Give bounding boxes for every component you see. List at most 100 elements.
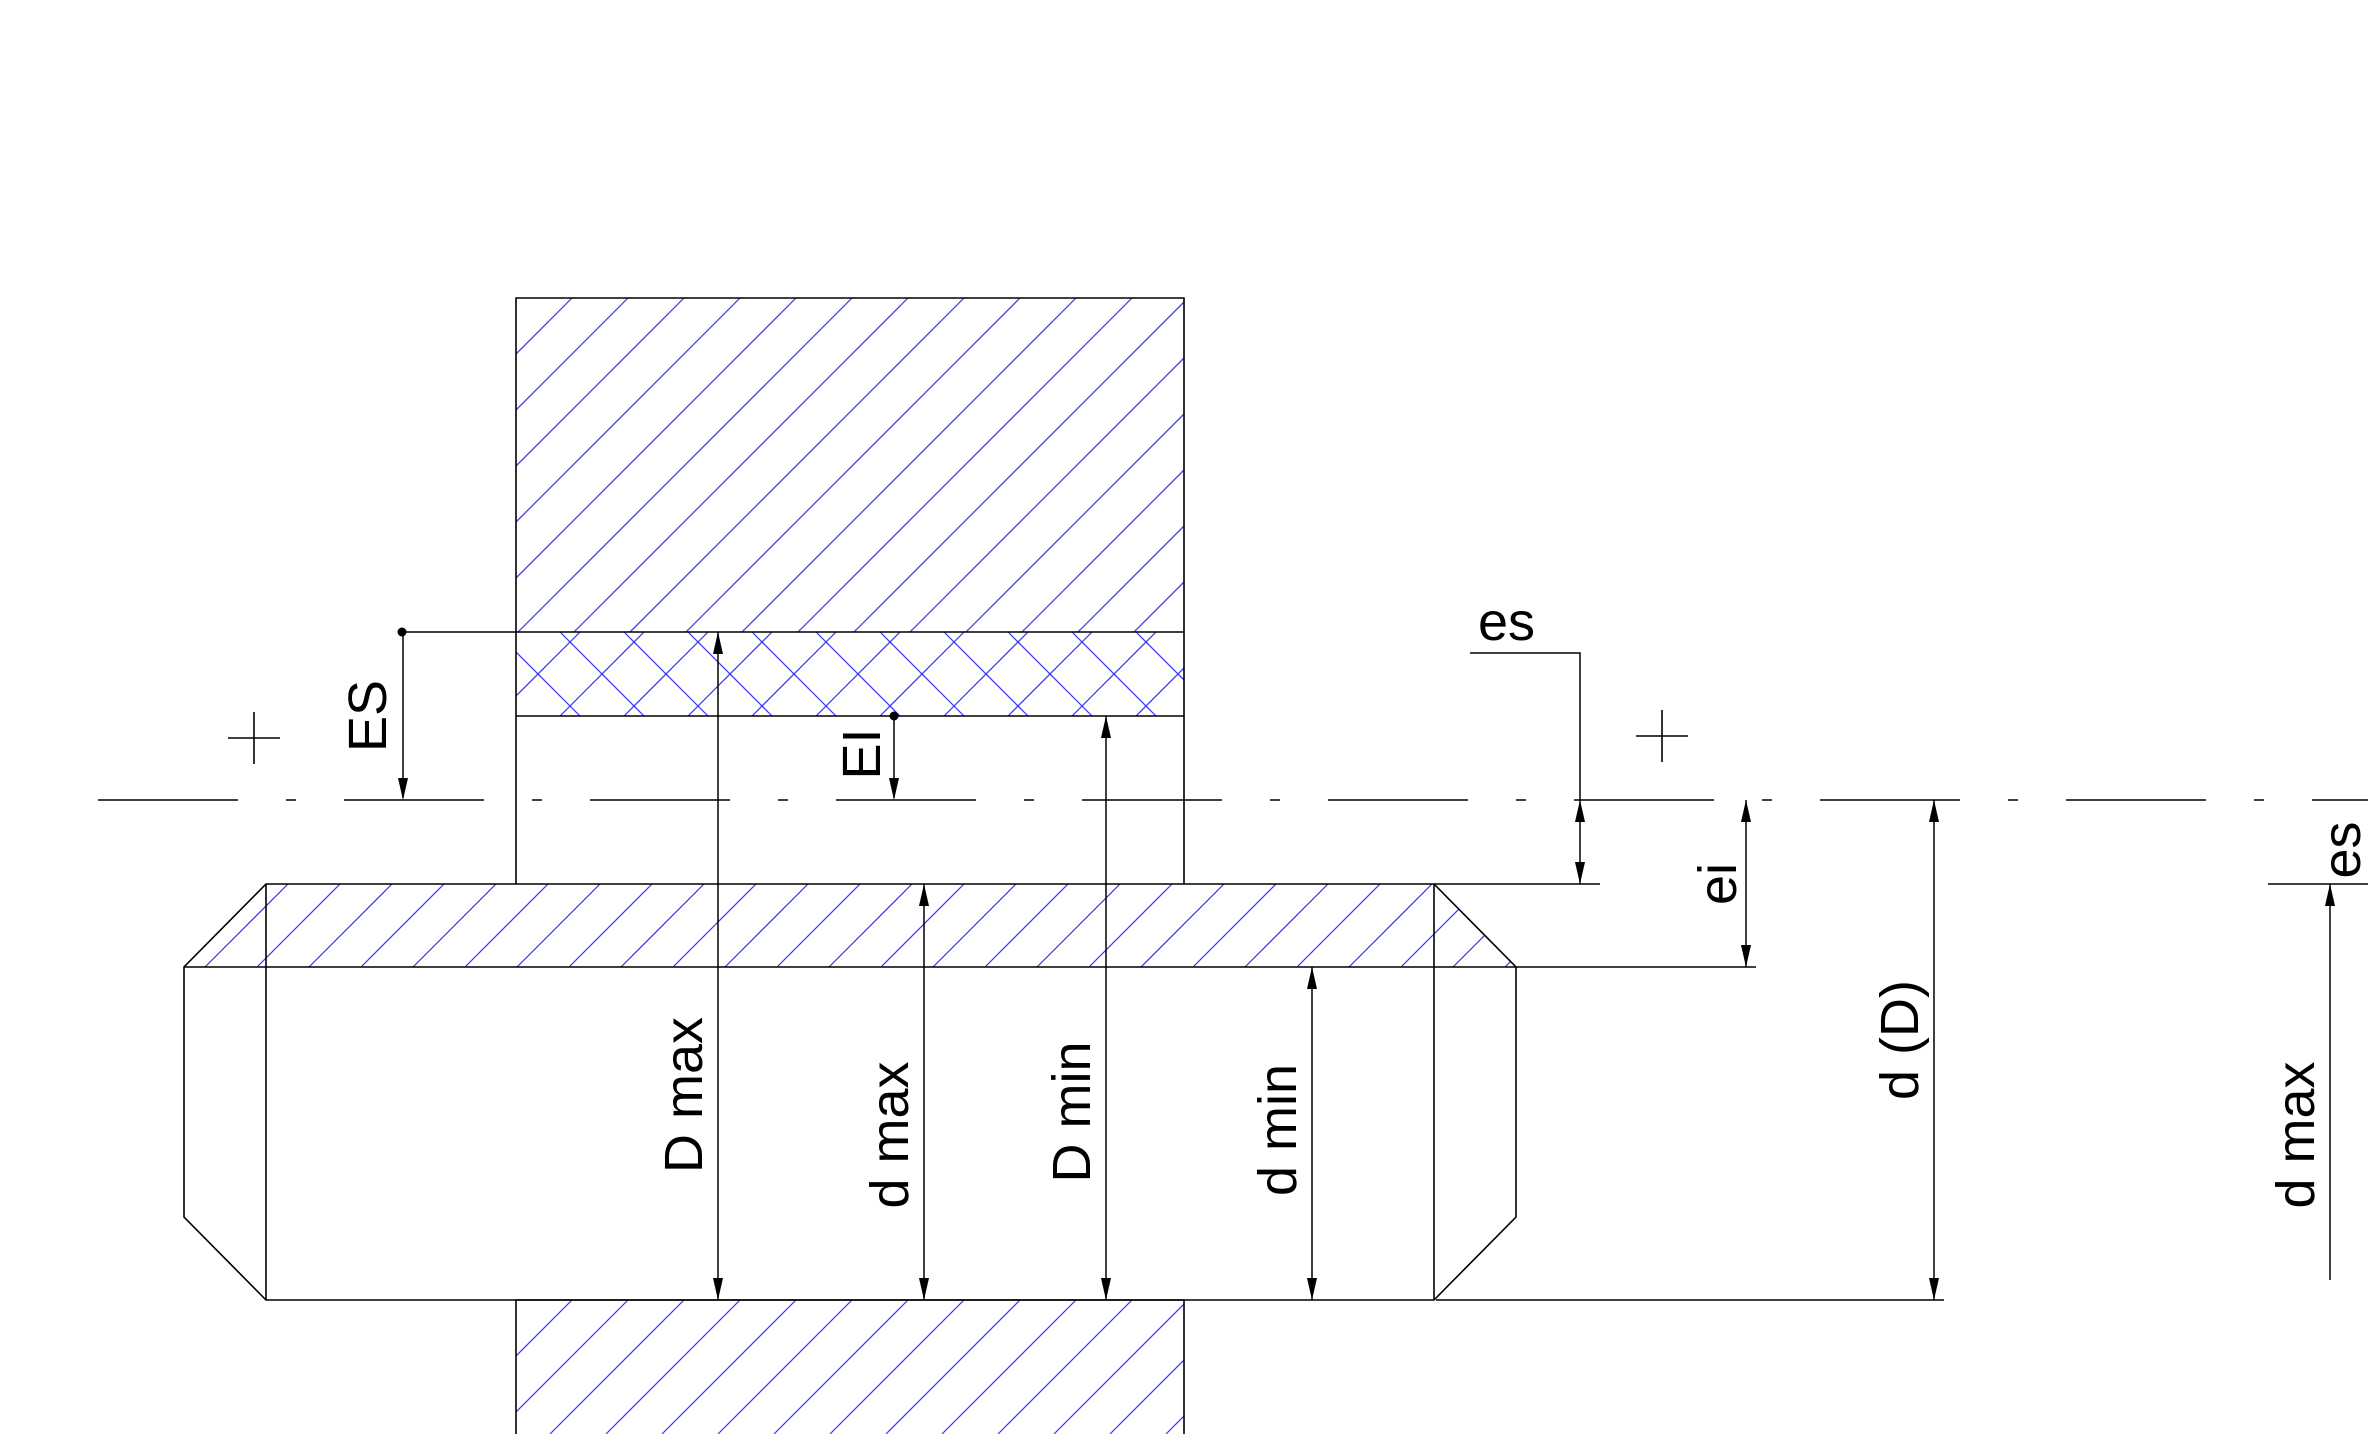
hatch-line	[516, 298, 685, 467]
hatch-line	[776, 884, 861, 967]
hole-hatching-upper	[126, 298, 1860, 632]
hatch-line	[1302, 298, 1636, 632]
hatch-line	[126, 298, 460, 632]
shaft-outline	[183, 883, 1517, 1301]
hatch-line	[879, 632, 965, 716]
hatch-line	[1007, 632, 1093, 716]
hatch-line	[1222, 1300, 1356, 1434]
hatch-line	[773, 1300, 909, 1434]
hatch-line	[1348, 884, 1433, 967]
dimension-D-min: D min	[1042, 716, 1111, 1300]
hatch-line	[1053, 1303, 1184, 1434]
hatch-line	[1358, 298, 1692, 632]
dimension-d-D: d (D)	[1436, 800, 1944, 1301]
hatch-line	[573, 298, 909, 632]
hatch-line	[516, 298, 797, 579]
hatch-line	[965, 413, 1184, 632]
label-D-max: D max	[654, 1017, 714, 1173]
hatch-line	[568, 884, 653, 967]
label-d-D: d (D)	[1870, 980, 1930, 1100]
hatch-line	[516, 298, 573, 355]
hatch-line	[932, 884, 1017, 967]
hatch-line	[1200, 632, 1284, 716]
hatch-line	[184, 884, 237, 967]
hatch-line	[1328, 632, 1412, 716]
hatch-line	[1190, 298, 1524, 632]
hatch-line	[517, 298, 853, 632]
label-ei: ei	[1688, 863, 1748, 905]
hatch-line	[412, 884, 497, 967]
hatch-line	[1526, 298, 1860, 632]
hatch-line	[1071, 632, 1157, 716]
hatch-line	[1328, 632, 1412, 716]
hatch-line	[1192, 884, 1277, 967]
hatch-line	[1246, 298, 1580, 632]
label-EI: EI	[832, 728, 892, 779]
hatch-line	[1165, 1415, 1184, 1434]
hatch-line	[549, 1300, 685, 1434]
hatch-line	[326, 1300, 460, 1434]
label-ES: ES	[338, 680, 398, 752]
shaft-tolerance-zone-hatching	[49, 884, 1692, 967]
hatch-line	[516, 715, 517, 716]
hatch-line	[1334, 1300, 1468, 1434]
hatch-line	[1021, 469, 1184, 632]
hatch-line	[516, 298, 629, 411]
hatch-line	[661, 1300, 797, 1434]
hatch-line	[1244, 884, 1329, 967]
hatch-line	[1264, 632, 1348, 716]
dimension-d-min: d min	[1248, 967, 1317, 1300]
hatch-line	[1414, 298, 1748, 632]
hatch-line	[464, 884, 549, 967]
label-es: es	[1478, 592, 1535, 652]
plus-marker-left	[228, 712, 280, 764]
label-d-min: d min	[1248, 1064, 1308, 1196]
hatch-line	[204, 884, 289, 967]
hatch-line	[620, 884, 705, 967]
hatch-line	[1140, 884, 1225, 967]
hatch-line	[909, 357, 1184, 632]
label-d-max: d max	[860, 1061, 920, 1208]
hatch-line	[516, 884, 601, 967]
hatch-line	[1278, 1300, 1412, 1434]
hatch-line	[184, 884, 185, 967]
hatch-line	[724, 884, 809, 967]
hatch-line	[256, 884, 341, 967]
hatch-line	[853, 301, 1184, 632]
hatch-line	[815, 632, 901, 716]
hatch-line	[623, 632, 709, 716]
hatch-line	[308, 884, 393, 967]
label-D-min: D min	[1042, 1041, 1102, 1182]
label-es-right: es	[2312, 821, 2368, 878]
hatch-line	[943, 632, 1029, 716]
hatch-line	[1557, 884, 1640, 967]
hatch-line	[605, 1300, 741, 1434]
hatch-line	[1036, 884, 1121, 967]
hatch-line	[360, 884, 445, 967]
hatch-line	[1504, 884, 1516, 967]
hatch-line	[941, 1300, 1077, 1434]
hole-tolerance-zone-crosshatch	[516, 632, 1412, 716]
hatch-line	[516, 632, 517, 633]
hatch-line	[516, 1300, 517, 1301]
hatch-line	[1088, 884, 1173, 967]
hatch-line	[1609, 884, 1692, 967]
hole-hatching-lower	[326, 1300, 1468, 1434]
hatch-line	[687, 632, 773, 716]
hatch-line	[797, 298, 1133, 632]
dimension-d-max: d max	[860, 884, 929, 1300]
dimension-EI: EI	[832, 711, 899, 800]
dimension-D-max: D max	[654, 632, 723, 1300]
hatch-line	[49, 884, 132, 967]
hatch-line	[741, 298, 1077, 632]
hatch-line	[516, 1300, 573, 1357]
hatch-line	[1135, 632, 1184, 681]
hatch-line	[1400, 884, 1485, 967]
hatch-line	[828, 884, 913, 967]
hatch-line	[1109, 1359, 1184, 1434]
hatch-line	[1077, 525, 1184, 632]
hatch-line	[1264, 632, 1348, 716]
hatch-line	[880, 884, 965, 967]
hatch-line	[751, 632, 837, 716]
